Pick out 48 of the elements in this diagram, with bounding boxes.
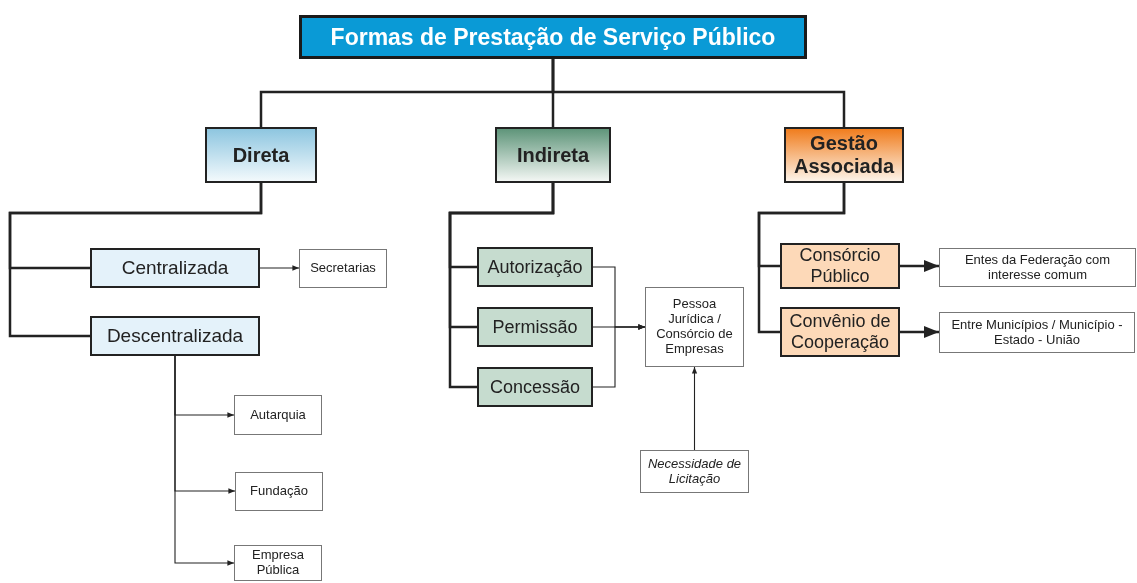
- node-label: Direta: [231, 143, 291, 167]
- process-box: [234, 545, 322, 581]
- process-box: [780, 243, 900, 289]
- connector-line: [551, 59, 846, 127]
- node-label: Consórcio Público: [798, 245, 882, 287]
- node-label: Pessoa Jurídica / Consórcio de Empresas: [655, 297, 734, 357]
- arrow: [259, 265, 300, 271]
- arrow: [900, 326, 939, 338]
- process-box: [235, 472, 323, 511]
- category-box: [495, 127, 611, 183]
- node-label: Centralizada: [120, 257, 230, 279]
- arrow: [900, 260, 939, 272]
- process-box: [780, 307, 900, 357]
- category-box: [205, 127, 317, 183]
- process-box: [477, 247, 593, 287]
- node-label: Entre Municípios / Município - Estado - União: [950, 317, 1124, 348]
- connector-line: [757, 183, 846, 334]
- process-box: [477, 307, 593, 347]
- process-box: [939, 312, 1135, 353]
- node-label: Autorização: [486, 256, 584, 278]
- node-label: Indireta: [515, 143, 591, 167]
- title-box: [299, 15, 807, 59]
- connector-line: [448, 183, 555, 389]
- arrow: [592, 324, 646, 388]
- arrow: [174, 355, 235, 566]
- process-box: [90, 316, 260, 356]
- node-label: Secretarias: [309, 261, 377, 276]
- note-box: [640, 450, 749, 493]
- node-label: Concessão: [488, 376, 582, 398]
- node-label: Necessidade de Licitação: [646, 456, 743, 487]
- node-label: Autarquia: [249, 407, 307, 423]
- node-label: Formas de Prestação de Serviço Público: [329, 23, 777, 51]
- process-box: [477, 367, 593, 407]
- connector-line: [8, 183, 263, 338]
- node-label: Entes da Federação com interesse comum: [963, 252, 1112, 283]
- arrow: [691, 366, 698, 451]
- process-box: [90, 248, 260, 288]
- process-box: [234, 395, 322, 435]
- node-label: Gestão Associada: [792, 132, 896, 178]
- process-box: [939, 248, 1136, 287]
- node-label: Fundação: [249, 484, 309, 499]
- node-label: Convênio de Cooperação: [788, 311, 892, 353]
- category-box: [784, 127, 904, 183]
- process-box: [645, 287, 744, 367]
- node-label: Descentralizada: [105, 325, 245, 347]
- process-box: [299, 249, 387, 288]
- node-label: Permissão: [491, 316, 579, 338]
- node-label: Empresa Pública: [251, 548, 305, 578]
